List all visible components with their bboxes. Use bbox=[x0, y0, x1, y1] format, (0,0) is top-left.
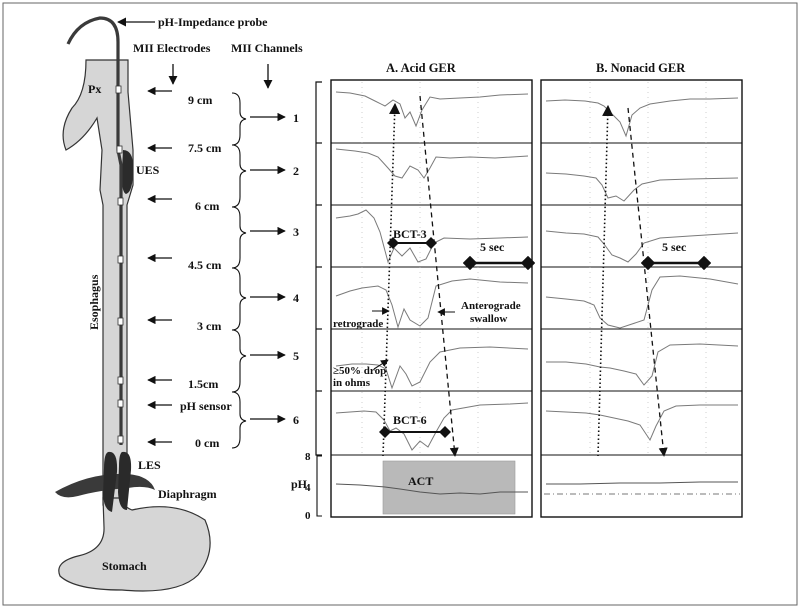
electrode-label-1_5cm: 1.5cm bbox=[188, 377, 218, 391]
panel-a-title: A. Acid GER bbox=[386, 61, 457, 75]
ph-sensor-marker bbox=[117, 399, 124, 408]
panel-a-frame bbox=[330, 79, 533, 518]
electrode-label-9cm: 9 cm bbox=[188, 93, 212, 107]
channel-number-4: 4 bbox=[293, 291, 299, 305]
anatomy-drawing bbox=[55, 16, 211, 592]
channel-number-1: 1 bbox=[293, 111, 299, 125]
electrode-label-6cm: 6 cm bbox=[195, 199, 219, 213]
probe-catheter bbox=[66, 16, 123, 445]
stomach-shape bbox=[58, 497, 211, 592]
electrode-marker bbox=[117, 317, 124, 326]
five-sec-label-b: 5 sec bbox=[662, 240, 687, 254]
ues-label: UES bbox=[136, 163, 160, 177]
les-muscle-right bbox=[118, 451, 132, 510]
ph-tick-4: 4 bbox=[305, 482, 311, 494]
bct6-label: BCT-6 bbox=[393, 413, 427, 427]
channel-brace bbox=[231, 206, 247, 269]
electrode-label-3cm: 3 cm bbox=[197, 319, 221, 333]
impedance-trace-ch1 bbox=[545, 97, 739, 138]
drop-pointer bbox=[373, 359, 389, 370]
impedance-trace-ch4 bbox=[545, 275, 739, 329]
tracing-bracket-line bbox=[315, 81, 322, 456]
impedance-trace-ch1 bbox=[335, 91, 529, 128]
mii-electrodes-header: MII Electrodes bbox=[133, 41, 211, 55]
impedance-trace-ch5 bbox=[335, 346, 529, 390]
channel-brace bbox=[231, 144, 247, 208]
drop-label-line2: in ohms bbox=[333, 377, 371, 389]
ph-trace bbox=[546, 481, 738, 485]
channel-brace bbox=[231, 329, 247, 393]
ph-axis-bracket bbox=[316, 455, 322, 517]
anterograde-label-line2: swallow bbox=[470, 313, 507, 325]
impedance-trace-ch3 bbox=[335, 209, 529, 264]
anterograde-dashed-arrow-b bbox=[627, 107, 668, 457]
electrode-marker bbox=[117, 435, 124, 444]
electrode-markers bbox=[115, 85, 124, 444]
five-sec-label-a: 5 sec bbox=[480, 240, 505, 254]
impedance-trace-ch6 bbox=[545, 404, 738, 442]
channel-number-6: 6 bbox=[293, 413, 299, 427]
ph-tick-8: 8 bbox=[305, 451, 311, 463]
electrode-marker bbox=[115, 85, 122, 94]
drop-label-line1: ≥50% drop bbox=[333, 365, 386, 377]
anterograde-label-line1: Anterograde bbox=[461, 300, 521, 312]
les-label: LES bbox=[138, 458, 161, 472]
electrode-position-labels: 9 cm 7.5 cm 6 cm 4.5 cm 3 cm 1.5cm pH se… bbox=[147, 86, 232, 450]
impedance-trace-ch2 bbox=[335, 148, 529, 179]
channel-brace bbox=[231, 92, 247, 146]
probe-label: pH-Impedance probe bbox=[158, 15, 268, 29]
electrode-marker bbox=[116, 145, 123, 154]
panel-b-frame bbox=[540, 79, 743, 518]
channel-number-2: 2 bbox=[293, 164, 299, 178]
channel-number-3: 3 bbox=[293, 225, 299, 239]
channel-number-5: 5 bbox=[293, 349, 299, 363]
panel-b-time-gridlines bbox=[589, 82, 707, 455]
ph-tick-0: 0 bbox=[305, 510, 311, 522]
act-shaded-region bbox=[382, 460, 516, 515]
electrode-label-0cm: 0 cm bbox=[195, 436, 219, 450]
impedance-trace-ch5 bbox=[546, 343, 739, 386]
channel-brace bbox=[231, 391, 247, 449]
stomach-label: Stomach bbox=[102, 559, 147, 573]
panel-a-time-gridlines bbox=[361, 82, 479, 455]
impedance-trace-ch6 bbox=[335, 402, 529, 451]
panel-b-traces bbox=[545, 97, 739, 485]
anterograde-dashed-arrow bbox=[419, 95, 459, 457]
esophagus-label: Esophagus bbox=[87, 274, 101, 330]
panel-b: B. Nonacid GER 5 sec bbox=[540, 61, 743, 518]
mii-channels-header: MII Channels bbox=[231, 41, 303, 55]
retrograde-label: retrograde bbox=[333, 318, 383, 330]
impedance-trace-ch4 bbox=[335, 278, 529, 329]
px-label: Px bbox=[88, 82, 101, 96]
impedance-trace-ch3 bbox=[545, 230, 739, 263]
channel-braces bbox=[231, 92, 247, 449]
diaphragm-label: Diaphragm bbox=[158, 487, 217, 501]
electrode-label-4_5cm: 4.5 cm bbox=[188, 258, 221, 272]
electrode-marker bbox=[117, 255, 124, 264]
ph-axis-label: pH bbox=[291, 477, 308, 491]
ues-muscle bbox=[121, 150, 134, 194]
act-label: ACT bbox=[408, 474, 433, 488]
bct3-label: BCT-3 bbox=[393, 227, 427, 241]
electrode-label-7_5cm: 7.5 cm bbox=[188, 141, 221, 155]
channel-brace bbox=[231, 267, 247, 331]
ph-axis: pH 8 4 0 bbox=[291, 451, 322, 522]
electrode-marker bbox=[117, 197, 124, 206]
panel-a: A. Acid GER B bbox=[330, 61, 536, 518]
panel-b-title: B. Nonacid GER bbox=[596, 61, 686, 75]
tracing-bracket bbox=[315, 81, 322, 456]
electrode-marker bbox=[117, 376, 124, 385]
retrograde-dotted-arrow bbox=[382, 102, 401, 457]
ph-trace bbox=[335, 483, 528, 495]
les-muscle-left bbox=[103, 451, 118, 512]
impedance-trace-ch2 bbox=[545, 172, 739, 202]
panel-a-traces bbox=[335, 91, 529, 495]
ph-sensor-label: pH sensor bbox=[180, 399, 232, 413]
channel-labels: 1 2 3 4 5 6 bbox=[250, 111, 299, 427]
